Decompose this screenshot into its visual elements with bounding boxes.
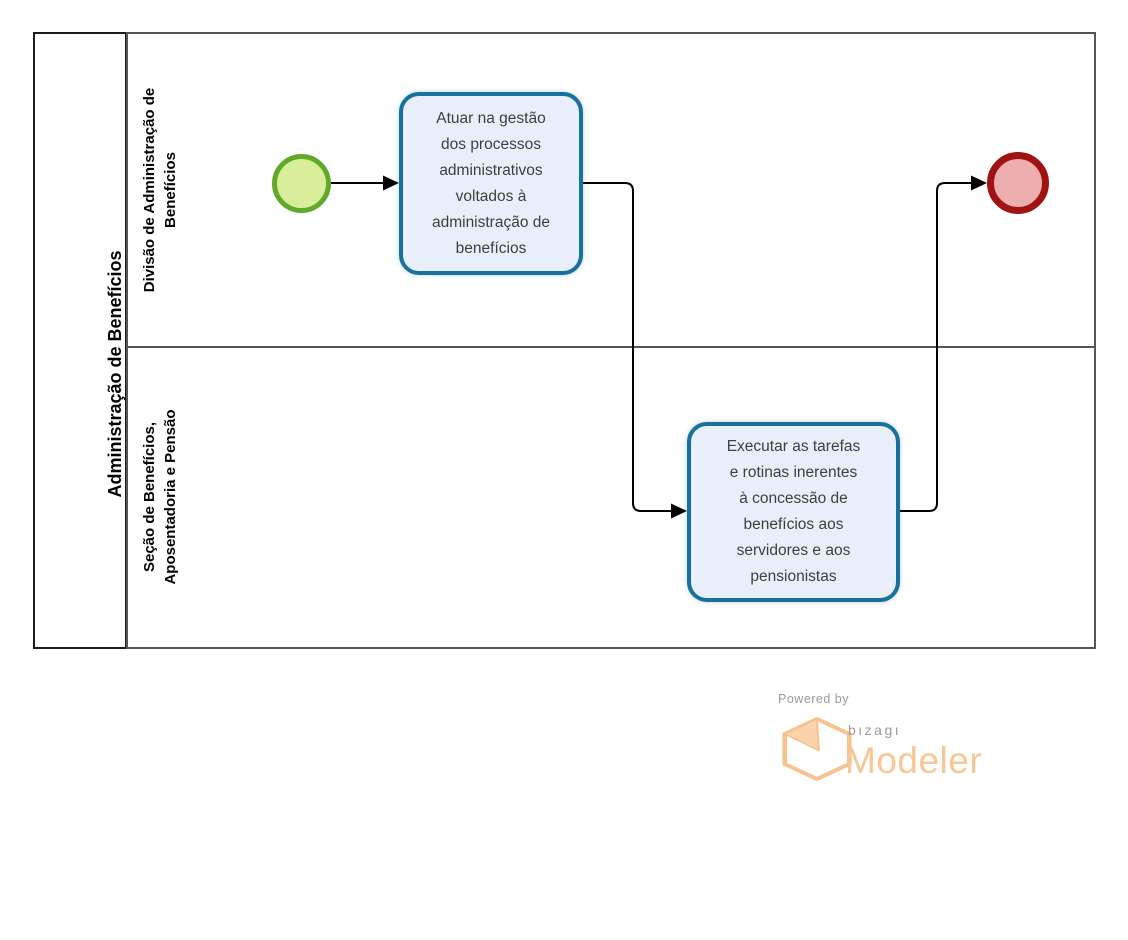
task-text-line: à concessão de [739,490,848,507]
bizagi-wordmark[interactable]: bızagı [848,722,902,738]
task-text-line: Executar as tarefas [726,438,861,455]
lane-label-secao-de-beneficios: Seção de Benefícios, Aposentadoria e Pen… [139,337,181,657]
task-text-line: administrativos [439,161,543,179]
task-text-line: benefícios [455,239,527,257]
task-atuar-na-gestao[interactable]: Atuar na gestão dos processos administra… [399,92,583,275]
end-event[interactable] [987,152,1049,214]
modeler-wordmark[interactable]: Modeler [845,740,983,781]
task-text-line: benefícios aos [743,516,844,533]
task-text-line: pensionistas [750,568,837,585]
task-text-line: servidores e aos [736,542,851,559]
lane-label-line: Aposentadoria e Pensão [162,409,179,585]
pool-title: Administração de Benefícios [105,250,125,498]
lane-container [126,32,1096,649]
task-text-line: voltados à [455,187,527,205]
powered-by-label: Powered by [778,692,850,706]
bizagi-hexagon-icon [782,717,852,781]
lane-divider [127,346,1095,348]
task-text-line: dos processos [441,135,541,153]
task-text-line: Atuar na gestão [436,109,546,127]
lane-label-line: Divisão de Administração de [141,87,158,293]
lane-label-line: Seção de Benefícios, [141,421,158,573]
task-text-line: administração de [431,213,551,231]
start-event[interactable] [272,154,331,213]
lane-label-divisao-de-administracao: Divisão de Administração de Benefícios [139,30,181,350]
task-text-line: e rotinas inerentes [729,464,858,481]
task-executar-tarefas[interactable]: Executar as tarefas e rotinas inerentes … [687,422,900,602]
lane-label-line: Benefícios [162,152,179,228]
pool-administracao-de-beneficios[interactable]: Administração de Benefícios [33,32,127,649]
